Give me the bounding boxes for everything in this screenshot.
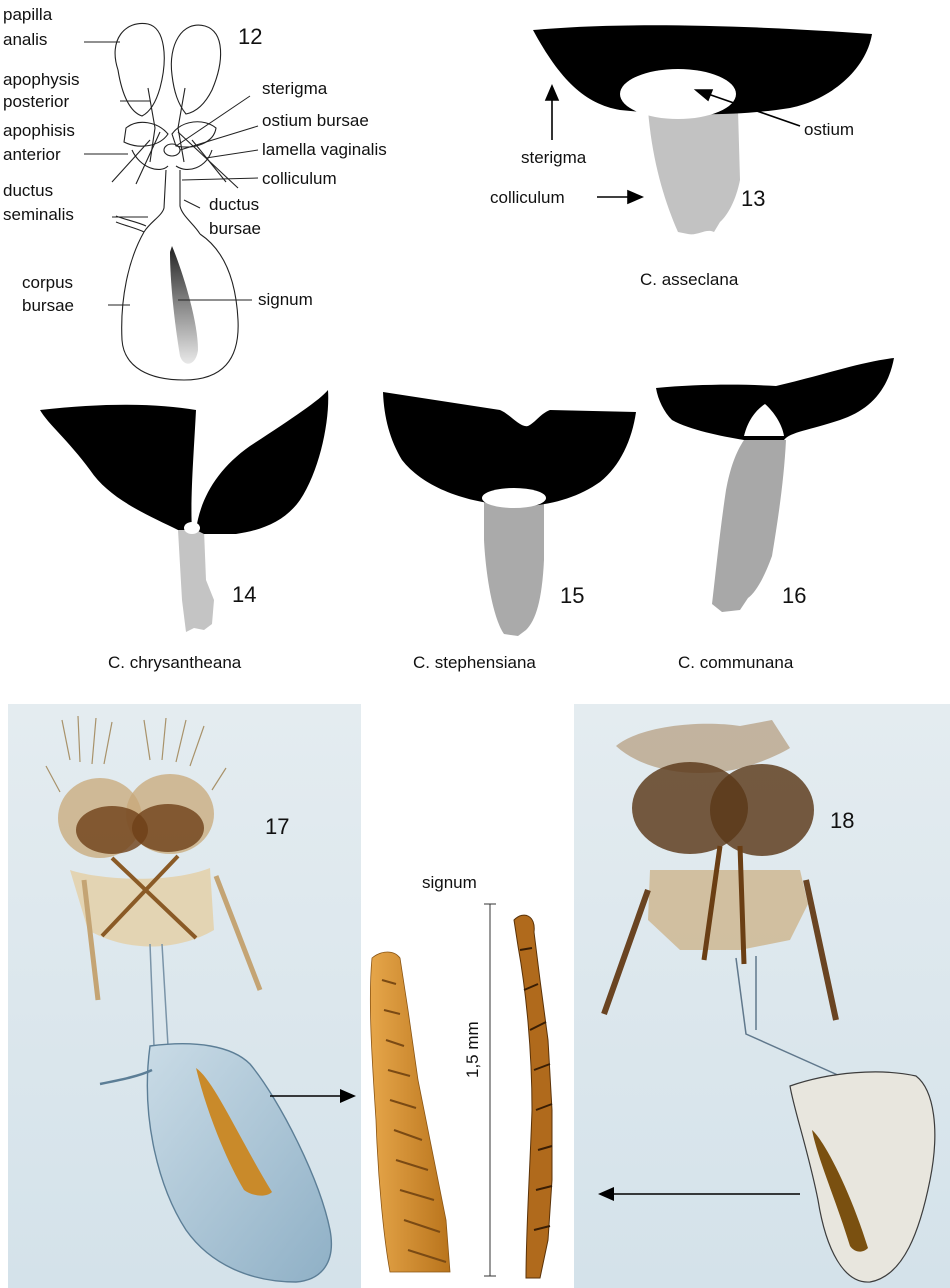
fig13-ostium xyxy=(620,69,736,119)
label-corpus-bursae-2: bursae xyxy=(22,296,74,315)
figure-number-15: 15 xyxy=(560,583,584,608)
fig15-species: C. stephensiana xyxy=(413,653,536,672)
figure-number-14: 14 xyxy=(232,582,256,607)
fig15-colliculum xyxy=(484,500,544,636)
papilla-analis-lobes xyxy=(115,23,221,116)
signum-drawing xyxy=(170,246,198,364)
fig13-label-ostium: ostium xyxy=(804,120,854,139)
figure-number-16: 16 xyxy=(782,583,806,608)
figure-18-photo: 18 xyxy=(574,704,950,1288)
figure-17-photo: 17 xyxy=(8,704,361,1288)
figure-15: 15 C. stephensiana xyxy=(383,392,636,672)
signum-inset-scale-label: 1,5 mm xyxy=(463,1021,482,1078)
figure-number-12: 12 xyxy=(238,24,262,49)
signum-inset: signum 1,5 mm xyxy=(370,873,552,1278)
label-signum: signum xyxy=(258,290,313,309)
label-ductus-seminalis-1: ductus xyxy=(3,181,53,200)
fig13-colliculum xyxy=(648,110,740,234)
fig15-ostium xyxy=(482,488,546,508)
fig16-colliculum xyxy=(712,440,786,612)
label-lamella-vaginalis: lamella vaginalis xyxy=(262,140,387,159)
label-ductus-bursae-1: ductus xyxy=(209,195,259,214)
label-sterigma: sterigma xyxy=(262,79,328,98)
label-corpus-bursae-1: corpus xyxy=(22,273,73,292)
label-colliculum: colliculum xyxy=(262,169,337,188)
figure-number-13: 13 xyxy=(741,186,765,211)
label-ductus-bursae-2: bursae xyxy=(209,219,261,238)
figure-12-labels: papilla analis apophysis posterior apoph… xyxy=(3,5,387,315)
fig14-sterigma xyxy=(40,405,196,530)
fig14-species: C. chrysantheana xyxy=(108,653,242,672)
label-papilla-analis-2: analis xyxy=(3,30,47,49)
signum-inset-scale-bar xyxy=(484,904,496,1276)
label-ostium-bursae: ostium bursae xyxy=(262,111,369,130)
fig14-colliculum xyxy=(178,530,214,632)
label-apophysis-posterior-1: apophysis xyxy=(3,70,80,89)
fig13-label-colliculum: colliculum xyxy=(490,188,565,207)
label-papilla-analis-1: papilla xyxy=(3,5,53,24)
fig14-ostium xyxy=(184,522,200,534)
figure-number-17: 17 xyxy=(265,814,289,839)
sterigma-plates xyxy=(124,122,216,170)
figure-13: sterigma ostium colliculum 13 C. assecla… xyxy=(490,25,872,289)
fig13-species: C. asseclana xyxy=(640,270,739,289)
label-apophysis-posterior-2: posterior xyxy=(3,92,69,111)
fig13-label-sterigma: sterigma xyxy=(521,148,587,167)
label-apophisis-anterior-1: apophisis xyxy=(3,121,75,140)
fig14-sterigma-right xyxy=(196,390,328,534)
figure-16: 16 C. communana xyxy=(656,358,894,672)
figure-14: 14 C. chrysantheana xyxy=(40,390,328,672)
signum-inset-spine-narrow xyxy=(514,915,552,1278)
figure-number-18: 18 xyxy=(830,808,854,833)
label-ductus-seminalis-2: seminalis xyxy=(3,205,74,224)
signum-inset-spine-large xyxy=(370,952,450,1272)
signum-inset-title: signum xyxy=(422,873,477,892)
fig16-species: C. communana xyxy=(678,653,794,672)
label-apophisis-anterior-2: anterior xyxy=(3,145,61,164)
